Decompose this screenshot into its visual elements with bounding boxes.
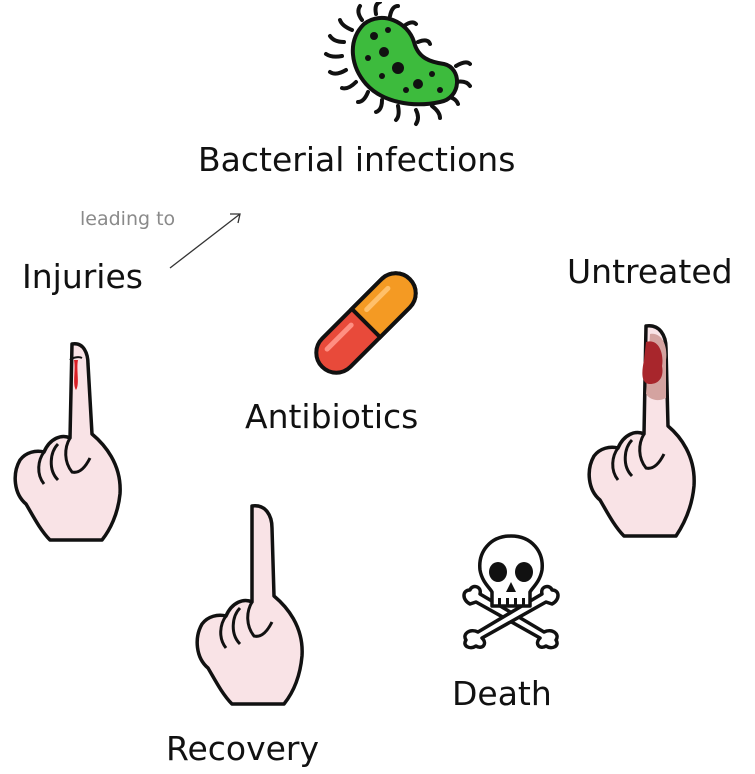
bacteria-label: Bacterial infections xyxy=(198,143,515,176)
bleeding-finger-icon xyxy=(10,334,128,546)
death-label: Death xyxy=(452,677,552,710)
injuries-label: Injuries xyxy=(22,260,143,293)
pill-capsule-icon xyxy=(300,258,432,388)
bacterium-icon xyxy=(322,2,472,130)
infected-finger-icon xyxy=(580,320,698,542)
untreated-label: Untreated xyxy=(567,255,733,288)
edge-label-leading-to: leading to xyxy=(80,210,175,229)
skull-crossbones-icon xyxy=(458,530,564,650)
recovery-label: Recovery xyxy=(166,732,319,765)
healthy-finger-icon xyxy=(190,500,308,710)
antibiotics-label: Antibiotics xyxy=(245,400,418,433)
leading-to-arrow xyxy=(166,208,246,272)
